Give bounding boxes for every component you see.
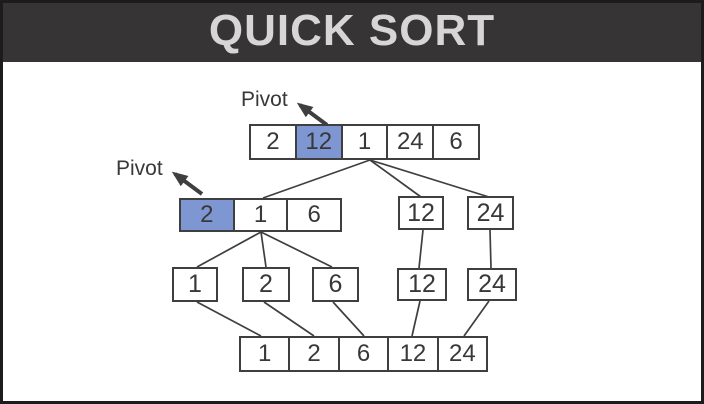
array-cell: 6 (286, 200, 340, 230)
single-box-2: 2 (242, 267, 290, 302)
pivot-label-top: Pivot (241, 88, 288, 111)
pivot-label-left: Pivot (116, 157, 163, 180)
left-partition-array: 2 1 6 (179, 198, 342, 232)
pivot-arrow-left (171, 171, 204, 196)
pivot-arrow-top (296, 102, 329, 127)
header: QUICK SORT (0, 0, 704, 62)
array-cell: 24 (436, 338, 486, 370)
tree-edges (196, 159, 492, 337)
array-cell: 6 (337, 338, 387, 370)
right-partition-box-12: 12 (398, 196, 444, 230)
initial-array: 2 12 1 24 6 (249, 124, 480, 160)
single-box-6: 6 (312, 267, 359, 302)
single-box-12: 12 (397, 268, 447, 301)
array-cell-pivot: 12 (294, 126, 341, 158)
pivot-arrows (171, 102, 329, 196)
right-partition-box-24: 24 (467, 196, 514, 230)
array-cell: 1 (258, 340, 272, 367)
array-cell: 2 (288, 338, 337, 370)
array-cell: 1 (232, 200, 287, 230)
array-cell: 12 (387, 338, 436, 370)
single-box-1: 1 (172, 267, 218, 302)
array-cell: 6 (432, 126, 478, 158)
sorted-array: 1 2 6 12 24 (239, 336, 488, 372)
page-title: QUICK SORT (208, 6, 496, 55)
array-cell: 2 (266, 128, 280, 155)
single-box-24: 24 (467, 268, 517, 301)
array-cell: 1 (340, 126, 387, 158)
array-cell: 24 (386, 126, 432, 158)
array-cell-pivot: 2 (181, 200, 233, 230)
